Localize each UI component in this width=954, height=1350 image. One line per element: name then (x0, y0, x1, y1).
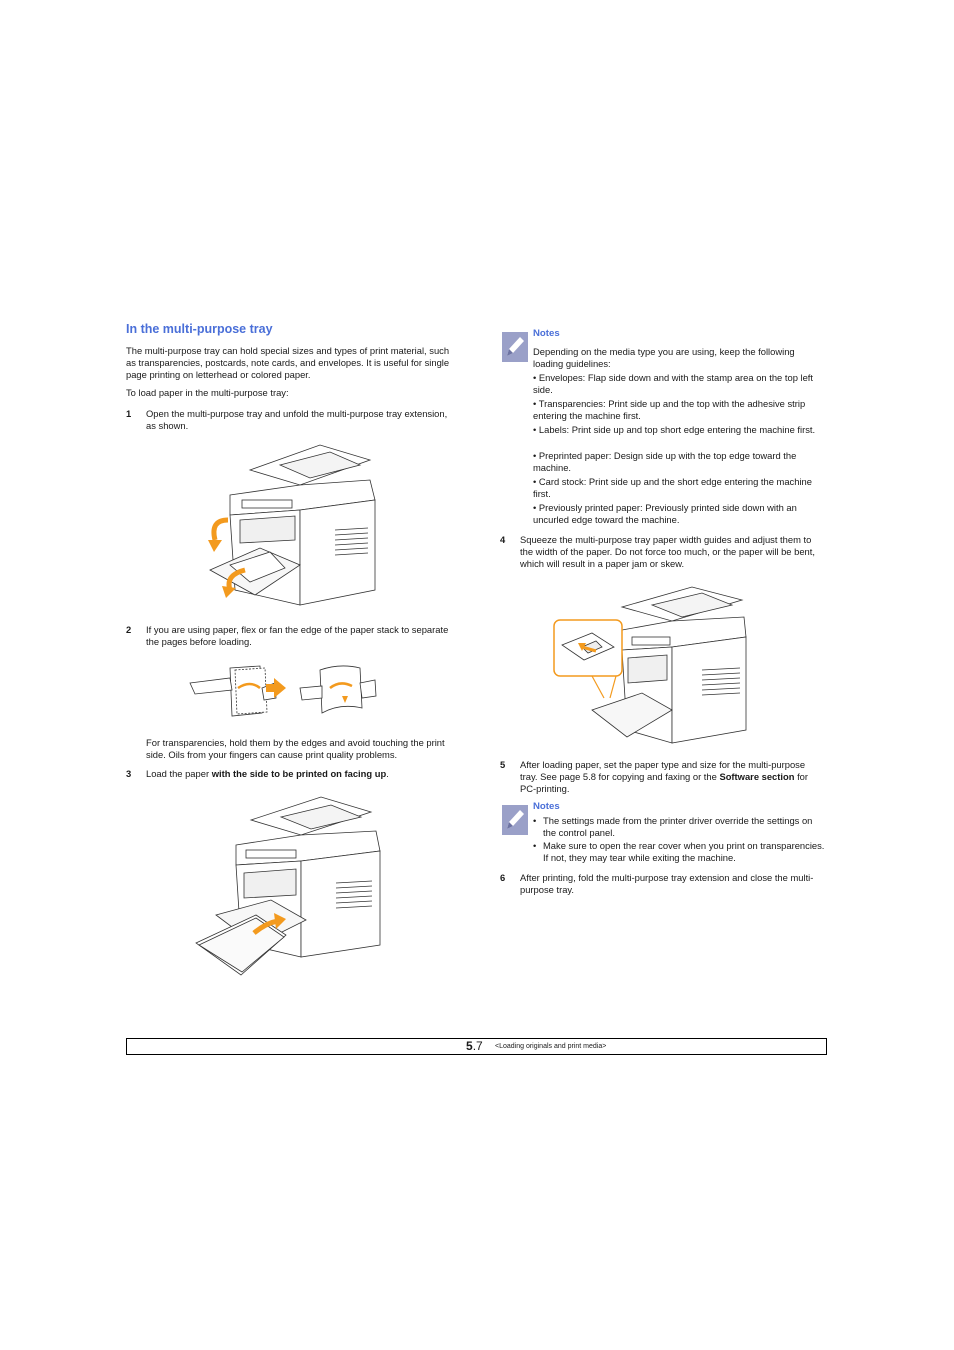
transparency-note: For transparencies, hold them by the edg… (146, 737, 445, 760)
printer-illustration-open-tray (208, 444, 376, 606)
notes-title: Notes (533, 328, 560, 339)
step-number: 3 (126, 768, 132, 779)
step-5: 5 After loading paper, set the paper typ… (500, 759, 825, 797)
section-title: In the multi-purpose tray (126, 322, 273, 336)
note-pencil-icon (502, 805, 528, 835)
step-text: After printing, fold the multi-purpose t… (520, 872, 814, 895)
bullet-glyph: • (533, 815, 537, 826)
page-number: 5.7 (466, 1039, 483, 1053)
intro-paragraph: The multi-purpose tray can hold special … (126, 345, 450, 380)
footer-chapter-title: <Loading originals and print media> (495, 1043, 607, 1050)
step-3: 3 Load the paper with the side to be pri… (126, 768, 454, 782)
step-text: Squeeze the multi-purpose tray paper wid… (520, 534, 815, 569)
lead-in: To load paper in the multi-purpose tray: (126, 387, 289, 398)
step-4: 4 Squeeze the multi-purpose tray paper w… (500, 534, 825, 572)
list-item: • Preprinted paper: Design side up with … (533, 450, 797, 473)
list-item: The settings made from the printer drive… (543, 815, 813, 838)
step-number: 4 (500, 534, 506, 545)
step-1: 1 Open the multi-purpose tray and unfold… (126, 408, 454, 434)
list-item: Make sure to open the rear cover when yo… (543, 840, 825, 863)
list-item: • Transparencies: Print side up and the … (533, 398, 806, 421)
step-text: After loading paper, set the paper type … (520, 759, 809, 794)
notes-list: • The settings made from the printer dri… (533, 815, 828, 865)
notes-title: Notes (533, 801, 560, 812)
step-6: 6 After printing, fold the multi-purpose… (500, 872, 825, 898)
list-item: • Envelopes: Flap side down and with the… (533, 372, 814, 395)
fan-paper-illustration (189, 665, 377, 717)
step-number: 2 (126, 624, 132, 635)
page-footer: 5.7 <Loading originals and print media> (126, 1038, 827, 1055)
printer-illustration-width-guides (553, 586, 747, 744)
bullet-glyph: • (533, 840, 537, 851)
step-text: Open the multi-purpose tray and unfold t… (146, 408, 448, 431)
step-number: 1 (126, 408, 132, 419)
list-item: • Previously printed paper: Previously p… (533, 502, 797, 525)
step-text: Load the paper with the side to be print… (146, 768, 389, 779)
list-item: • Labels: Print side up and top short ed… (533, 424, 816, 435)
step-number: 5 (500, 759, 506, 770)
step-number: 6 (500, 872, 506, 883)
step-2: 2 If you are using paper, flex or fan th… (126, 624, 454, 650)
notes-list: • Envelopes: Flap side down and with the… (533, 372, 825, 532)
note-pencil-icon (502, 332, 528, 362)
list-item: • Card stock: Print side up and the shor… (533, 476, 812, 499)
notes-intro: Depending on the media type you are usin… (533, 346, 795, 369)
step-text: If you are using paper, flex or fan the … (146, 624, 449, 647)
printer-illustration-load-paper (195, 796, 381, 976)
